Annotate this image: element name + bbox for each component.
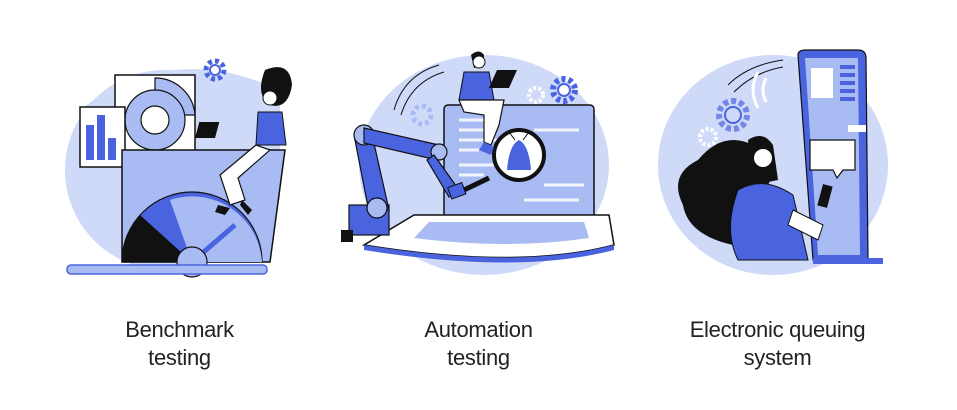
gear-icon	[698, 127, 718, 147]
caption-line-1: Electronic queuing	[689, 317, 866, 342]
gear-icon	[550, 76, 578, 104]
illustration-automation: Automation testing	[319, 0, 638, 410]
caption-line-2: testing	[148, 345, 211, 370]
caption-line-2: system	[743, 345, 812, 370]
caption-line-1: Benchmark	[125, 317, 234, 342]
gear-icon	[410, 103, 434, 127]
benchmark-illustration-art	[65, 58, 292, 278]
illustration-benchmark: Benchmark testing	[20, 0, 339, 410]
queuing-illustration-art	[658, 49, 888, 275]
caption-benchmark: Benchmark testing	[20, 316, 339, 372]
caption-line-2: testing	[447, 345, 510, 370]
wireless-signal-icon	[751, 71, 768, 109]
caption-queuing: Electronic queuing system	[618, 316, 937, 372]
caption-automation: Automation testing	[319, 316, 638, 372]
automation-illustration-art	[341, 51, 615, 275]
gear-icon	[527, 86, 545, 104]
caption-line-1: Automation	[424, 317, 533, 342]
illustration-queuing: Electronic queuing system	[618, 0, 937, 410]
gear-icon	[716, 98, 750, 132]
gear-icon	[203, 58, 227, 82]
